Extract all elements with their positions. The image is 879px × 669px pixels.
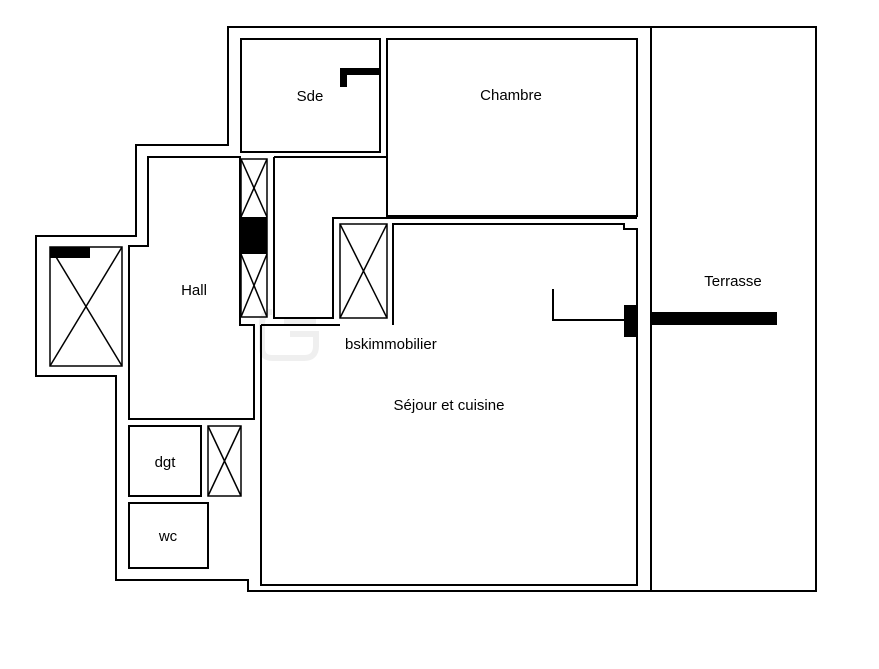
watermark-text: bskimmobilier [345, 336, 437, 353]
label-sde: Sde [297, 88, 324, 105]
outer-wall [35, 26, 817, 592]
terrace-door-frame [624, 305, 638, 337]
sde-fixture [340, 68, 380, 87]
room-chambre [386, 38, 638, 217]
label-sejour: Séjour et cuisine [394, 397, 505, 414]
room-dgt [128, 425, 202, 497]
duct-shaft-hall [240, 158, 268, 318]
label-hall: Hall [181, 282, 207, 299]
label-chambre: Chambre [480, 87, 542, 104]
terrace-railing [651, 312, 777, 325]
corridor-partition [273, 157, 637, 319]
duct-shaft-sejour [339, 223, 388, 319]
room-sejour [260, 324, 638, 586]
duct-shaft-left [49, 246, 123, 367]
room-sde [240, 38, 381, 153]
room-wc [128, 502, 209, 569]
label-terrasse: Terrasse [704, 273, 762, 290]
brand-logo-icon [259, 309, 319, 361]
duct-shaft-dgt [207, 425, 242, 497]
kitchen-counter [552, 289, 625, 321]
label-dgt: dgt [155, 454, 177, 471]
room-hall [128, 156, 255, 420]
watermark: bskimmobilier [259, 309, 437, 361]
sejour-upper-wall [392, 223, 638, 325]
label-wc: wc [158, 528, 178, 545]
corridor-wall [274, 152, 388, 158]
